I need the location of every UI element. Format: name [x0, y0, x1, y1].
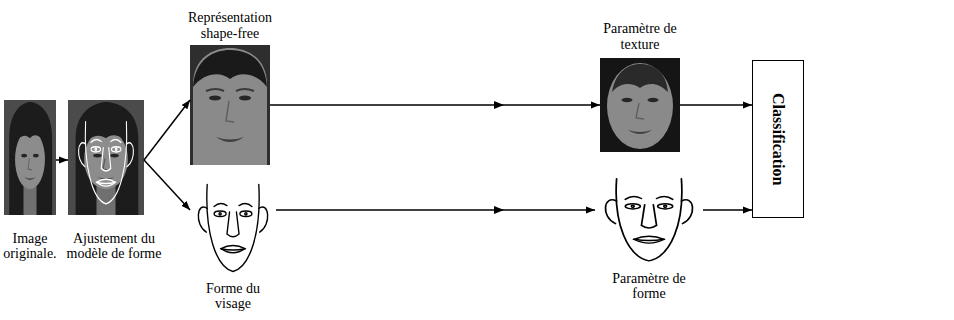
- image-area: [600, 58, 680, 152]
- texture-image: [600, 58, 680, 152]
- arrow-connector: [144, 100, 190, 160]
- image-area: [4, 100, 56, 215]
- image-panel: Ajustement du modèle de forme: [50, 100, 162, 262]
- image-panel: Représentation shape-free: [180, 10, 280, 165]
- image-area: [595, 163, 703, 267]
- face-photo: [68, 100, 144, 215]
- image-area: [190, 168, 276, 278]
- face-photo: [4, 100, 56, 215]
- arrow-connector: [276, 209, 595, 211]
- shape-model-overlay: [79, 122, 134, 204]
- arrow-connector: [703, 209, 752, 211]
- image-panel: Image originale.: [0, 100, 61, 262]
- image-caption: Paramètre de forme: [604, 271, 694, 302]
- image-caption: Ajustement du modèle de forme: [58, 231, 170, 262]
- arrow-connector: [680, 104, 752, 106]
- image-panel: Paramètre de forme: [595, 163, 703, 302]
- image-panel: Forme du visage: [190, 168, 276, 312]
- shape-free-image: [190, 45, 270, 165]
- face-shape-drawing: [605, 179, 692, 261]
- image-area: [190, 45, 270, 165]
- image-panel: Paramètre de texture: [595, 21, 685, 152]
- image-caption: Forme du visage: [198, 281, 268, 312]
- image-caption: Paramètre de texture: [595, 21, 685, 52]
- arrow-connector: [56, 159, 68, 161]
- arrow-connector: [144, 160, 190, 210]
- image-caption: Image originale.: [0, 231, 61, 262]
- face-shape-drawing: [198, 185, 267, 272]
- image-caption: Représentation shape-free: [180, 10, 280, 41]
- image-area: [68, 100, 144, 215]
- box-label: Classification: [769, 93, 787, 185]
- process-box: Classification: [752, 60, 804, 218]
- arrow-connector: [270, 104, 600, 106]
